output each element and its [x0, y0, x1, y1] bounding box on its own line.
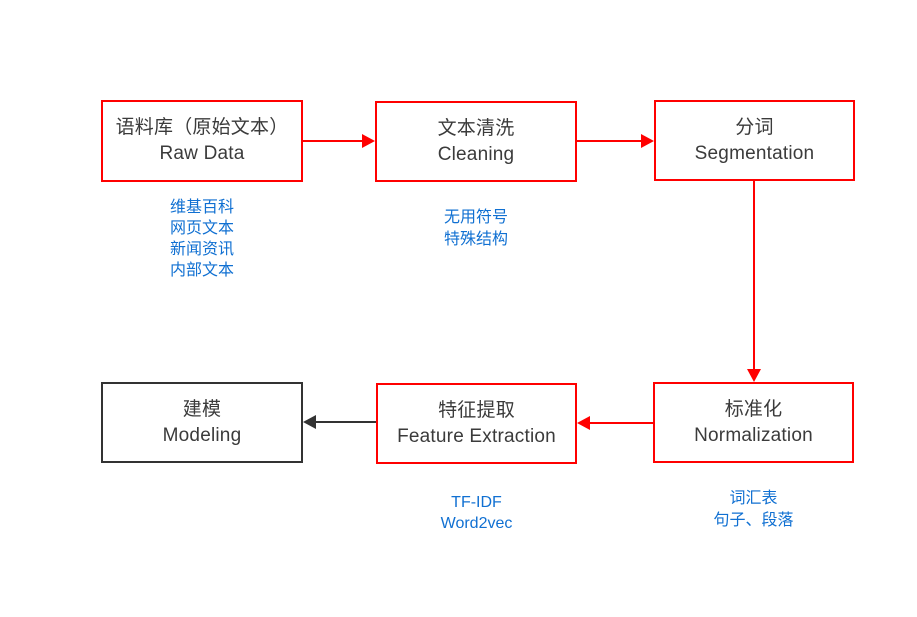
note-line: 维基百科	[169, 199, 234, 216]
note-line: Word2vec	[440, 515, 513, 532]
arrow-line	[303, 140, 362, 142]
node-segmentation-label-en: Segmentation	[694, 142, 815, 164]
node-cleaning-label-en: Cleaning	[437, 143, 515, 165]
note-line: 句子、段落	[713, 512, 794, 529]
note-line: 内部文本	[169, 262, 234, 279]
arrow-line	[316, 421, 376, 423]
note-line: 无用符号	[443, 209, 508, 226]
note-line: 词汇表	[729, 490, 778, 507]
node-normalization-label-zh: 标准化	[724, 398, 783, 420]
node-normalization-label-en: Normalization	[694, 424, 813, 446]
note-line: 新闻资讯	[169, 241, 234, 258]
notes-cleaning: 无用符号 特殊结构	[375, 207, 577, 251]
node-segmentation-label-zh: 分词	[735, 116, 774, 138]
arrowhead-down-icon	[747, 369, 761, 382]
notes-raw-data: 维基百科 网页文本 新闻资讯 内部文本	[101, 197, 303, 281]
arrowhead-right-icon	[641, 134, 654, 148]
node-cleaning: 文本清洗 Cleaning	[375, 101, 577, 182]
arrow-line	[577, 140, 641, 142]
node-feature-extraction: 特征提取 Feature Extraction	[376, 383, 577, 464]
node-segmentation: 分词 Segmentation	[654, 100, 855, 181]
arrowhead-right-icon	[362, 134, 375, 148]
note-line: 特殊结构	[443, 231, 508, 248]
notes-feature-extraction: TF-IDF Word2vec	[376, 492, 577, 534]
node-raw-data-label-zh: 语料库（原始文本）	[115, 117, 289, 138]
node-modeling: 建模 Modeling	[101, 382, 303, 463]
node-modeling-label-zh: 建模	[182, 398, 222, 420]
arrow-line	[753, 180, 755, 369]
note-line: TF-IDF	[451, 494, 502, 511]
node-feature-extraction-label-zh: 特征提取	[438, 399, 515, 421]
node-feature-extraction-label-en: Feature Extraction	[397, 425, 556, 447]
node-modeling-label-en: Modeling	[162, 424, 242, 446]
node-raw-data: 语料库（原始文本） Raw Data	[101, 100, 303, 182]
node-raw-data-label-en: Raw Data	[159, 143, 245, 164]
notes-normalization: 词汇表 句子、段落	[653, 488, 854, 532]
arrow-line	[590, 422, 653, 424]
node-cleaning-label-zh: 文本清洗	[437, 117, 515, 139]
arrowhead-left-icon	[303, 415, 316, 429]
note-line: 网页文本	[169, 220, 234, 237]
arrowhead-left-icon	[577, 416, 590, 430]
node-normalization: 标准化 Normalization	[653, 382, 854, 463]
